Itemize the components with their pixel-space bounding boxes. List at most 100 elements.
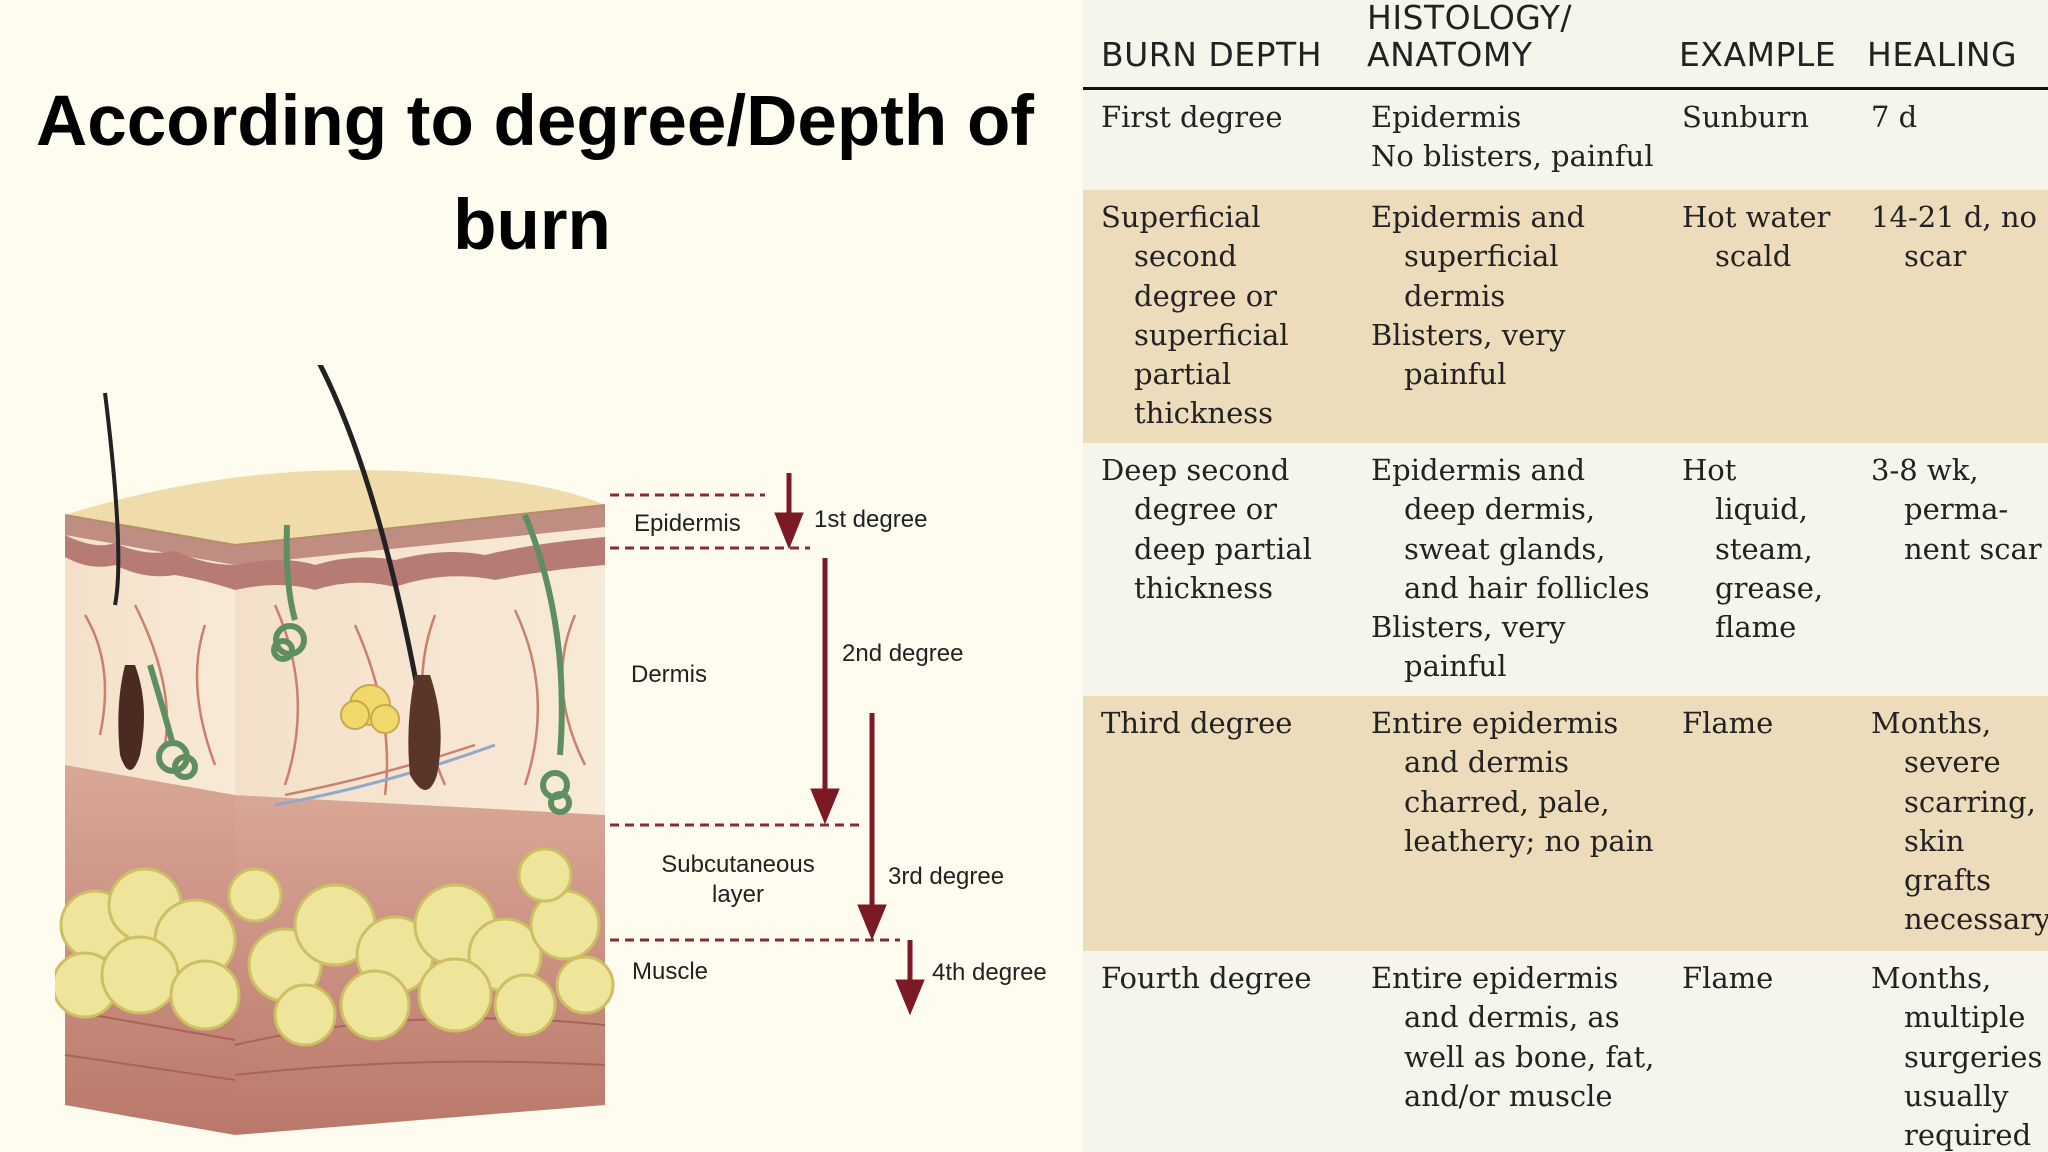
cell-line: Blisters, very (1371, 610, 1566, 645)
cell-line: superficial (1134, 317, 1289, 352)
cell-line: Deep second (1101, 453, 1290, 487)
cell-line: Months, (1871, 706, 1992, 740)
depth-arrows (774, 473, 925, 1016)
label-muscle: Muscle (632, 958, 708, 985)
cell-line: and hair follicles (1404, 570, 1650, 605)
cell-line: Months, (1871, 961, 1992, 995)
skin-block (55, 365, 615, 1135)
cell-line: severe (1904, 745, 2001, 780)
cell-line: usually (1904, 1078, 2009, 1113)
header-histology-line1: HISTOLOGY/ (1367, 0, 1573, 37)
table-cell-depth: Third degree (1101, 704, 1292, 743)
cell-line: Sunburn (1682, 100, 1810, 134)
cell-line: painful (1404, 649, 1507, 684)
header-healing: HEALING (1867, 35, 2018, 74)
table-cell-example: Sunburn (1682, 98, 1809, 137)
table-cell-example: Flame (1682, 704, 1773, 743)
label-4th-degree: 4th degree (932, 959, 1047, 986)
front-face (64, 515, 236, 1135)
cell-line: Flame (1682, 706, 1774, 740)
cell-line: required (1904, 1118, 2032, 1152)
table-header: BURN DEPTH HISTOLOGY/ ANATOMY EXAMPLE HE… (1083, 0, 2048, 90)
cell-line: Epidermis and (1371, 453, 1586, 487)
label-3rd-degree: 3rd degree (888, 863, 1004, 890)
cell-line: 7 d (1871, 100, 1918, 134)
table-cell-depth: First degree (1101, 98, 1283, 137)
cell-line: partial (1134, 357, 1232, 392)
subcutaneous-fat (55, 847, 615, 1047)
cell-line: superficial (1404, 239, 1559, 274)
cell-line: degree or (1134, 278, 1278, 313)
header-burn-depth: BURN DEPTH (1101, 35, 1323, 74)
cell-line: Blisters, very (1371, 317, 1566, 352)
cell-line: Entire epidermis (1371, 706, 1619, 740)
table-cell-depth: Deep second degree or deep partial thicknes… (1101, 451, 1312, 608)
cell-line: necessary (1904, 902, 2048, 937)
cell-line: multiple (1904, 1000, 2026, 1035)
cell-line: Epidermis (1371, 100, 1522, 134)
label-dermis: Dermis (631, 661, 707, 688)
hair-shaft (103, 392, 121, 606)
cell-line: deep dermis, (1404, 492, 1596, 527)
sebaceous-gland (340, 684, 400, 734)
label-subcutaneous-line1: Subcutaneous (661, 851, 814, 878)
skin-surface (65, 470, 605, 545)
cell-line: grafts (1904, 863, 1991, 898)
arrow-4th-degree (895, 979, 925, 1016)
arrow-1st-degree (774, 512, 804, 550)
hair-follicle (408, 675, 441, 790)
cell-line: steam, (1715, 531, 1813, 566)
cell-line: and/or muscle (1404, 1078, 1613, 1113)
cell-line: Third degree (1101, 706, 1293, 740)
label-2nd-degree: 2nd degree (842, 640, 963, 667)
header-example: EXAMPLE (1679, 35, 1837, 74)
label-1st-degree: 1st degree (814, 506, 927, 533)
header-histology-line2: ANATOMY (1367, 35, 1533, 74)
cell-line: scar (1904, 239, 1967, 274)
cell-line: leathery; no pain (1404, 823, 1654, 858)
table-cell-histology: Entire epidermis and dermis charred, pale,… (1371, 704, 1654, 861)
arrow-2nd-degree (810, 788, 840, 825)
layer-boundaries (610, 493, 900, 942)
sweat-glands (147, 513, 572, 815)
cell-line: charred, pale, (1404, 784, 1610, 819)
cell-line: 3-8 wk, (1871, 453, 1979, 487)
table-cell-healing: 7 d (1871, 98, 1917, 137)
cell-line: thickness (1134, 570, 1274, 605)
cell-line: and dermis (1404, 745, 1569, 780)
cell-line: Flame (1682, 961, 1774, 995)
table-cell-healing: Months, multiple surgeries usually required (1871, 959, 2042, 1152)
cell-line: deep partial (1134, 531, 1312, 566)
cell-line: degree or (1134, 492, 1278, 527)
skin-cross-section-illustration: Epidermis Dermis Subcutaneous layer Musc… (55, 365, 1047, 1135)
cell-line: and dermis, as (1404, 1000, 1620, 1035)
cell-line: thickness (1134, 396, 1274, 431)
arrow-3rd-degree (857, 904, 887, 941)
title-line-2: burn (453, 185, 611, 265)
cell-line: painful (1404, 357, 1507, 392)
cell-line: Hot water (1682, 200, 1831, 234)
cell-line: skin (1904, 823, 1965, 858)
cell-line: surgeries (1904, 1039, 2043, 1074)
cell-line: liquid, (1715, 492, 1808, 527)
burn-depth-table: BURN DEPTH HISTOLOGY/ ANATOMY EXAMPLE HE… (1083, 0, 2048, 1152)
cell-line: First degree (1101, 100, 1283, 134)
cell-line: Superficial (1101, 200, 1261, 234)
cell-line: Fourth degree (1101, 961, 1312, 995)
table-cell-example: Flame (1682, 959, 1773, 998)
cell-line: flame (1715, 610, 1797, 645)
table-row: Deep second degree or deep partial thicknes… (1083, 443, 2048, 696)
hair-follicle (118, 665, 144, 770)
cell-line: dermis (1404, 278, 1506, 313)
